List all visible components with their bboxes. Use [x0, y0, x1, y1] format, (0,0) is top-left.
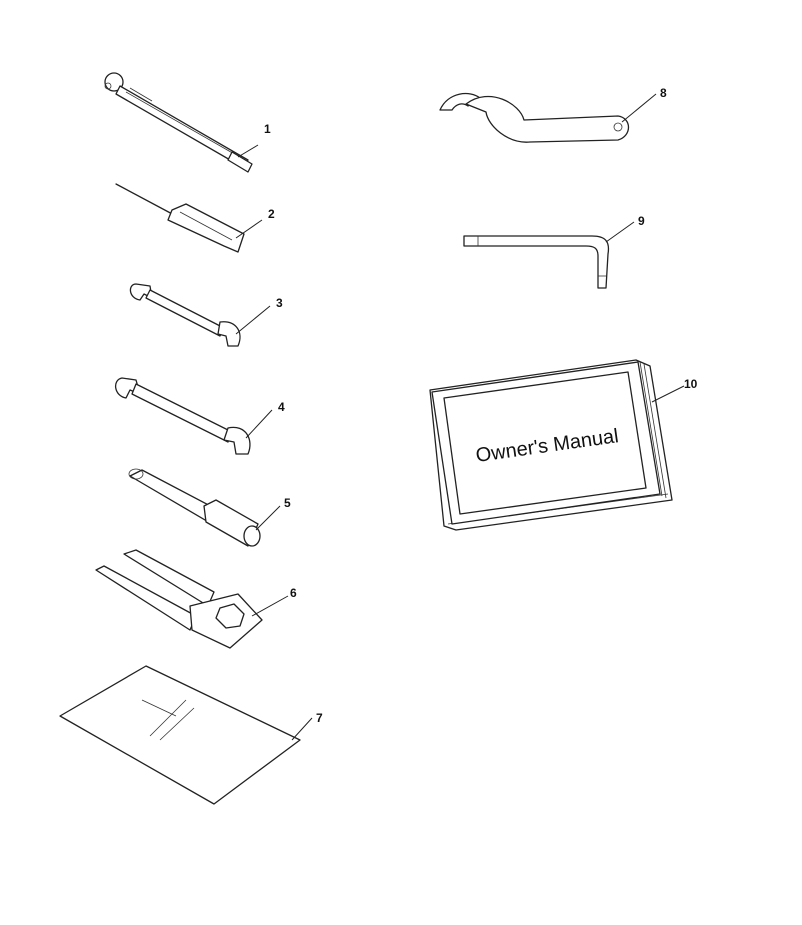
tire-pressure-gauge [104, 72, 259, 173]
callout-2: 2 [268, 207, 275, 221]
callout-7: 7 [316, 711, 323, 725]
screwdriver [115, 183, 263, 253]
owners-manual [429, 359, 685, 531]
callout-4: 4 [278, 400, 285, 414]
socket-wrench [128, 468, 281, 547]
small-open-end-wrench [129, 283, 271, 347]
callout-10: 10 [684, 377, 698, 391]
large-open-end-wrench [115, 377, 273, 455]
spanner-hook-wrench [439, 92, 657, 143]
hex-key [463, 221, 635, 289]
callout-9: 9 [638, 214, 645, 228]
callout-5: 5 [284, 496, 291, 510]
tool-bag [59, 665, 313, 805]
callout-6: 6 [290, 586, 297, 600]
spark-plug-tool [95, 549, 289, 649]
callout-1: 1 [264, 122, 271, 136]
callout-3: 3 [276, 296, 283, 310]
callout-8: 8 [660, 86, 667, 100]
